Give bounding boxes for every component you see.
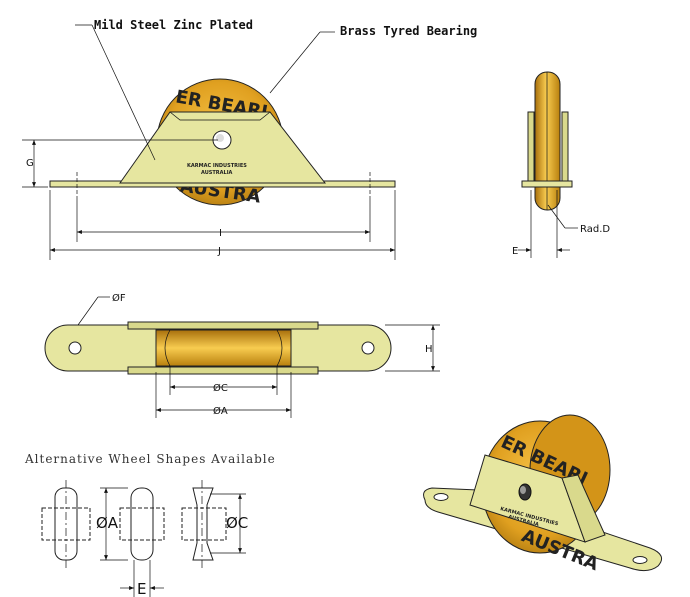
top-hole-right: [361, 341, 375, 355]
top-view: ØF H ØC ØA: [44, 292, 440, 418]
dim-c: ØC: [213, 382, 228, 394]
alt-dim-e: E: [137, 580, 146, 597]
front-view: ER BEARI AUSTRA KARMAC INDUSTRIES AUSTRA…: [22, 18, 477, 260]
alt-dim-c: ØC: [226, 514, 248, 532]
side-base: [521, 180, 573, 188]
side-bracket-left: [527, 111, 535, 185]
callout-mild-steel: Mild Steel Zinc Plated: [94, 18, 253, 32]
top-hole-left: [68, 341, 82, 355]
alt-wheel-crowned: [130, 487, 154, 561]
dim-f: ØF: [112, 292, 126, 304]
iso-view: ER BEARI AUSTRA KARMAC INDUSTRIES AUSTRA…: [423, 414, 663, 575]
dim-a: ØA: [213, 405, 228, 417]
alt-dim-a: ØA: [96, 514, 119, 532]
side-bracket-right: [561, 111, 569, 185]
top-wheel: [155, 329, 292, 367]
leader-mild-steel: [91, 24, 156, 161]
dim-rad-d: Rad.D: [580, 224, 610, 235]
dim-j: J: [217, 246, 221, 257]
side-view: E Rad.D: [512, 71, 610, 258]
alt-wheel-vee: [192, 487, 214, 561]
dim-i: I: [219, 228, 222, 239]
dim-h: H: [425, 344, 433, 355]
plate-text-1: KARMAC INDUSTRIES: [187, 163, 247, 169]
alternatives-title: Alternative Wheel Shapes Available: [24, 452, 276, 466]
callout-brass: Brass Tyred Bearing: [340, 24, 477, 38]
dim-e: E: [512, 246, 518, 257]
plate-text-2: AUSTRALIA: [201, 170, 233, 176]
side-wheel: [534, 71, 561, 211]
dim-g: G: [26, 158, 34, 169]
alternative-wheels: Alternative Wheel Shapes Available ØA ØC…: [24, 452, 276, 597]
